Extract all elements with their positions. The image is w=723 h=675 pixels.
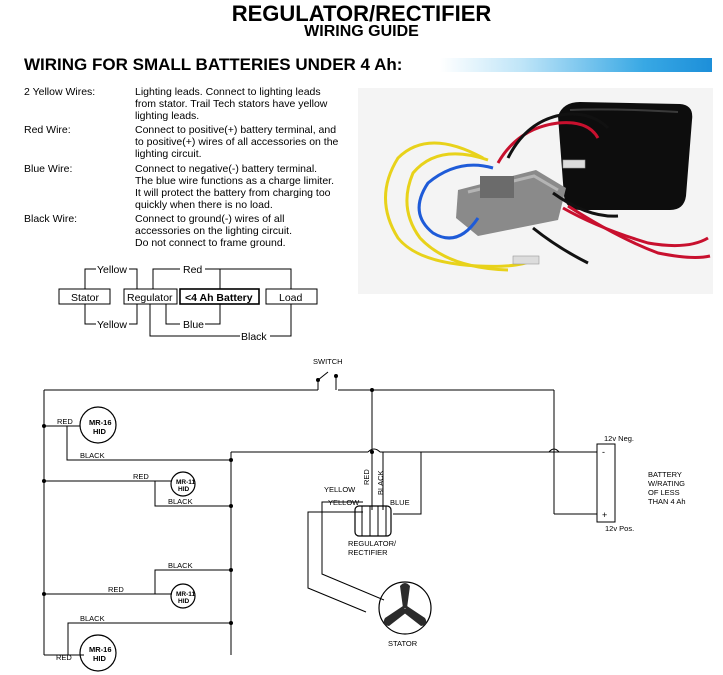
desc-line: The blue wire functions as a charge limi… <box>135 175 335 187</box>
stator-label: STATOR <box>388 639 418 648</box>
label-black-4: BLACK <box>80 614 105 623</box>
regulator-label-line1: REGULATOR/ <box>348 539 397 548</box>
label-black-1: BLACK <box>80 451 105 460</box>
desc-line: Lighting leads. Connect to lighting lead… <box>135 86 321 98</box>
box-label-regulator: Regulator <box>127 292 173 304</box>
regulator-label-line2: RECTIFIER <box>348 548 388 557</box>
heading-accent-bar <box>440 58 712 72</box>
desc-line: Connect to ground(-) wires of all <box>135 213 285 225</box>
wire-label-blue: Blue <box>183 319 204 331</box>
label-red-vertical: RED <box>362 469 371 485</box>
wire-description: Connect to negative(-) battery terminal.… <box>135 163 350 211</box>
desc-line: Connect to negative(-) battery terminal. <box>135 163 318 175</box>
label-red-4: RED <box>56 653 72 662</box>
wire-description: Connect to positive(+) battery terminal,… <box>135 124 350 160</box>
wire-label-yellow-bottom: Yellow <box>97 319 127 331</box>
desc-line: It will protect the battery from chargin… <box>135 187 331 199</box>
battery-pos-label: 12v Pos. <box>605 524 634 533</box>
wire-label-black: Black <box>241 331 267 343</box>
lamp-mr16-top <box>79 406 117 444</box>
switch-lever <box>317 371 329 381</box>
label-blue: BLUE <box>390 498 410 507</box>
page-title: REGULATOR/RECTIFIER <box>231 1 492 26</box>
lamp-mr11-lower <box>170 583 196 609</box>
wire-description: Connect to ground(-) wires of all access… <box>135 213 350 249</box>
lamp1-model: MR-16 <box>89 418 112 427</box>
lamp3-type: HID <box>178 598 190 605</box>
regulator-symbol <box>354 505 392 537</box>
box-label-stator: Stator <box>71 292 100 304</box>
desc-line: from stator. Trail Tech stators have yel… <box>135 98 328 110</box>
wire-label-yellow-top: Yellow <box>97 264 127 276</box>
wire-name: Black Wire: <box>24 213 78 225</box>
switch-label: SWITCH <box>313 357 343 366</box>
lamp4-type: HID <box>93 654 107 663</box>
label-yellow-1: YELLOW <box>324 485 356 494</box>
label-black-2: BLACK <box>168 497 193 506</box>
desc-line: Connect to positive(+) battery terminal,… <box>135 124 337 136</box>
desc-line: accessories on the lighting circuit. <box>135 225 292 237</box>
battery-desc-line1: BATTERY <box>648 470 682 479</box>
label-black-vertical: BLACK <box>376 470 385 495</box>
wire-name: Blue Wire: <box>24 163 73 175</box>
product-photo <box>358 88 713 294</box>
lamp2-model: MR-11 <box>176 479 196 486</box>
wire-label-red: Red <box>183 264 202 276</box>
label-black-3: BLACK <box>168 561 193 570</box>
box-label-battery: <4 Ah Battery <box>185 292 253 304</box>
page-subtitle: WIRING GUIDE <box>304 23 419 40</box>
section-heading: WIRING FOR SMALL BATTERIES UNDER 4 Ah: <box>24 55 403 74</box>
label-red-1: RED <box>57 417 73 426</box>
lamp4-model: MR-16 <box>89 645 112 654</box>
battery-desc-line4: THAN 4 Ah <box>648 497 686 506</box>
lamp2-type: HID <box>178 486 190 493</box>
battery-desc-line2: W/RATING <box>648 479 685 488</box>
lamp-mr16-bottom <box>79 634 117 672</box>
lamp3-model: MR-11 <box>176 591 196 598</box>
stator-symbol <box>378 581 432 635</box>
desc-line: lighting circuit. <box>135 148 202 160</box>
stator-windings <box>383 583 427 626</box>
battery-neg-label: 12v Neg. <box>604 434 634 443</box>
box-label-load: Load <box>279 292 303 304</box>
label-yellow-2: YELLOW <box>328 498 360 507</box>
lamp-mr11-upper <box>170 471 196 497</box>
desc-line: Do not connect to frame ground. <box>135 237 286 249</box>
battery-neg-symbol: - <box>602 447 605 457</box>
desc-line: to positive(+) wires of all accessories … <box>135 136 339 148</box>
battery-symbol <box>596 443 616 523</box>
wire-name: Red Wire: <box>24 124 71 136</box>
desc-line: lighting leads. <box>135 110 200 122</box>
label-red-3: RED <box>108 585 124 594</box>
label-red-2: RED <box>133 472 149 481</box>
wire-description: Lighting leads. Connect to lighting lead… <box>135 86 350 122</box>
battery-pos-symbol: + <box>602 510 607 520</box>
wire-name: 2 Yellow Wires: <box>24 86 96 98</box>
battery-desc-line3: OF LESS <box>648 488 680 497</box>
desc-line: quickly when there is no load. <box>135 199 273 211</box>
lamp1-type: HID <box>93 427 107 436</box>
